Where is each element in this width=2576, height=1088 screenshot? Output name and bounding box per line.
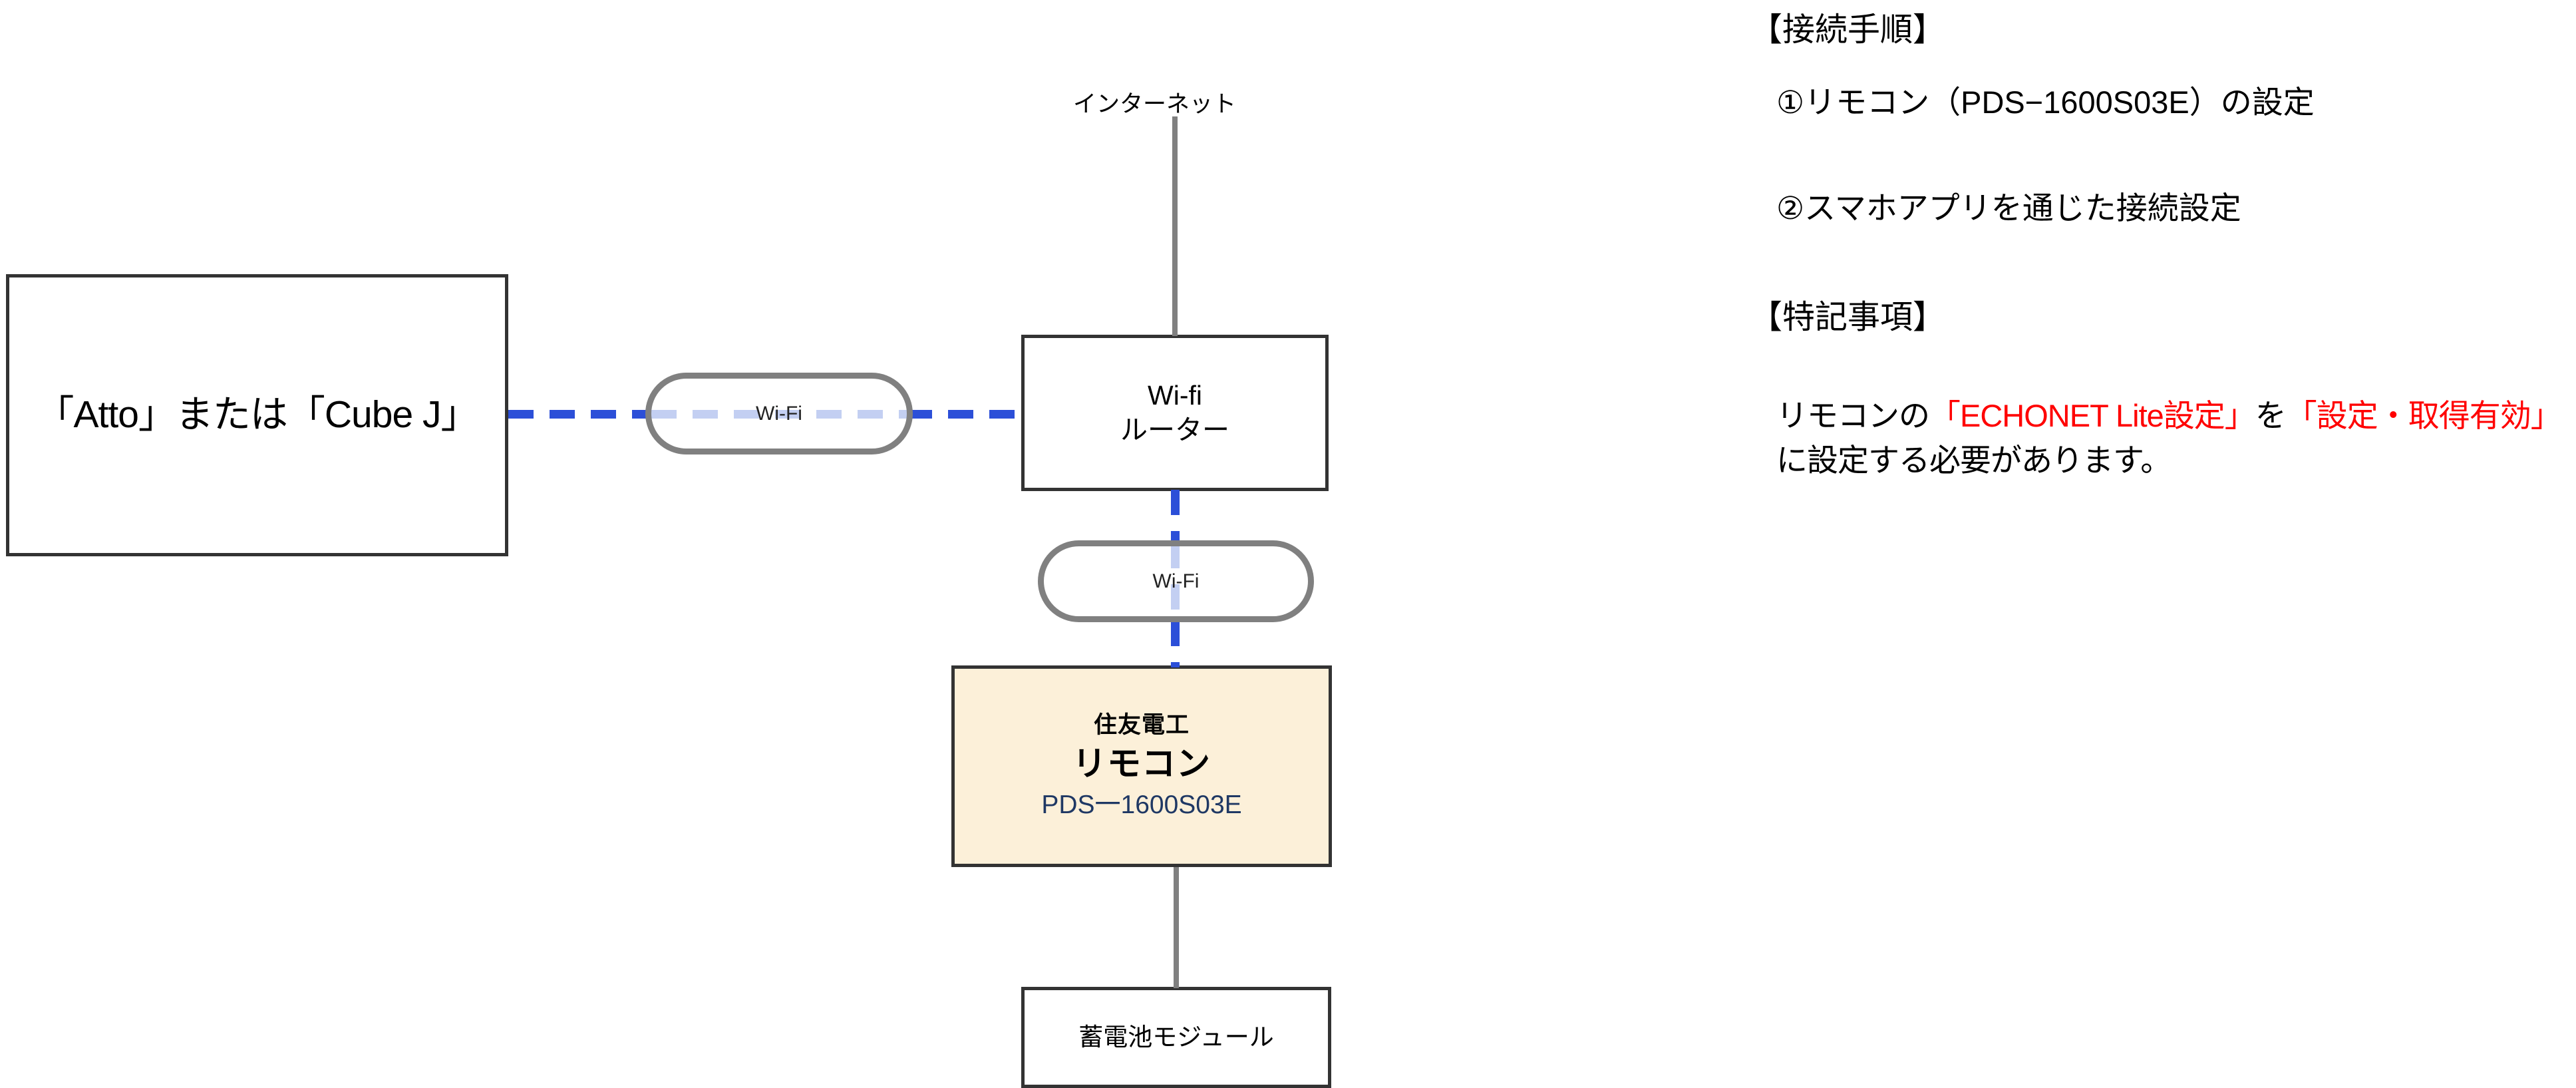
- notes-heading-remarks: 【特記事項】: [1750, 299, 1946, 335]
- wifi-link-badge-2-label: Wi-Fi: [1152, 570, 1200, 592]
- notes-step-1: ①リモコン（PDS−1600S03E）の設定: [1776, 85, 2315, 120]
- device-box: 「Atto」または「Cube J」: [6, 274, 508, 556]
- connector-router-to-pill-wifi: [1171, 490, 1180, 543]
- router-box: Wi-fi ルーター: [1021, 335, 1329, 491]
- remote-controller-model: PDS一1600S03E: [1041, 790, 1242, 819]
- notes-heading-procedure: 【接続手順】: [1750, 12, 1946, 48]
- notes-remark-part1: リモコンの: [1776, 398, 1930, 433]
- remote-controller-title: リモコン: [1072, 745, 1211, 783]
- notes-panel: 【接続手順】 ①リモコン（PDS−1600S03E）の設定 ②スマホアプリを通じ…: [1750, 0, 2576, 1079]
- connector-device-to-pill-wifi: [508, 410, 651, 419]
- connector-remote-to-battery: [1174, 867, 1179, 988]
- wifi-link-badge-1: Wi-Fi: [645, 373, 913, 454]
- device-box-label: 「Atto」または「Cube J」: [36, 393, 479, 437]
- notes-remark-part5: に設定する必要があります。: [1776, 442, 2172, 478]
- notes-remark-part4-highlight: 「設定・取得有効」: [2285, 398, 2562, 433]
- router-box-line2: ルーター: [1120, 414, 1229, 445]
- wifi-link-badge-2: Wi-Fi: [1038, 540, 1314, 622]
- notes-remark-part3: を: [2255, 398, 2287, 433]
- notes-step-2: ②スマホアプリを通じた接続設定: [1776, 190, 2241, 226]
- internet-label: インターネット: [1073, 91, 1237, 117]
- notes-remark-part2-highlight: 「ECHONET Lite設定」: [1929, 398, 2256, 433]
- remote-controller-maker: 住友電工: [1093, 712, 1190, 739]
- notes-remark-paragraph: リモコンの「ECHONET Lite設定」を「設定・取得有効」に設定する必要があ…: [1776, 394, 2565, 482]
- router-box-line1: Wi-fi: [1148, 380, 1202, 411]
- connector-pill-to-remote-wifi: [1171, 621, 1180, 667]
- battery-module-box: 蓄電池モジュール: [1021, 987, 1331, 1088]
- connector-internet-to-router: [1172, 116, 1178, 336]
- remote-controller-box: 住友電工 リモコン PDS一1600S03E: [951, 665, 1332, 867]
- battery-module-label: 蓄電池モジュール: [1078, 1023, 1274, 1051]
- wifi-link-badge-1-label: Wi-Fi: [756, 402, 802, 425]
- connector-pill-to-router-wifi: [907, 410, 1023, 419]
